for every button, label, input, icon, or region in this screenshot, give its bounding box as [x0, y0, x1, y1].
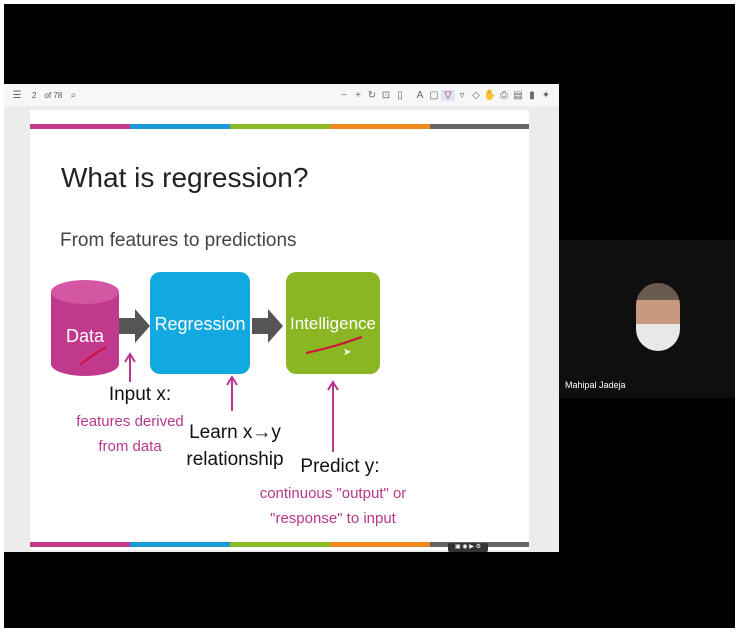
color-stripe-top-3 — [230, 124, 330, 129]
predict-desc-line-2: "response" to input — [270, 510, 396, 527]
input-desc-line-1: features derived — [76, 413, 184, 430]
pin-icon[interactable]: ✦ — [541, 89, 551, 101]
side-panel-bottom — [559, 398, 735, 628]
color-stripe-bottom-1 — [30, 542, 130, 547]
participant-name: Mahipal Jadeja — [565, 380, 626, 390]
screen-share-controls[interactable]: ▣ ◉ ▶ ⚙ — [448, 543, 488, 552]
page-view-icon[interactable]: ▯ — [397, 89, 403, 101]
pointer-arrow-predict — [327, 380, 339, 452]
regression-label: Regression — [154, 314, 246, 334]
color-stripe-top-1 — [30, 124, 130, 129]
eraser-icon[interactable]: ◇ — [472, 89, 480, 101]
color-stripe-top-2 — [130, 124, 230, 129]
sidebar-toggle-icon[interactable]: ☰ — [12, 89, 22, 101]
pdf-toolbar: ☰ 2 of 78 ⌕ − + ↻ ⊡ ▯ A ▢ ▽ ▿ ◇ ✋ ⎙ ▤ ▮ … — [4, 84, 559, 107]
arrow-regression-to-intelligence — [252, 309, 283, 343]
input-title: Input x: — [108, 384, 172, 405]
side-panel-top — [559, 4, 735, 240]
draw-icon[interactable]: ▢ — [429, 89, 439, 101]
learn-line-1: Learn x→y — [189, 422, 281, 443]
annotation-underline-intelligence — [305, 336, 363, 354]
arrow-data-to-regression — [119, 309, 150, 343]
intelligence-box: Intelligence — [286, 272, 380, 374]
participant-avatar — [636, 283, 680, 351]
color-stripe-bottom-2 — [130, 542, 230, 547]
color-stripe-top-4 — [330, 124, 430, 129]
pen-icon[interactable]: ▿ — [459, 89, 465, 101]
pointer-arrow-input — [124, 352, 136, 382]
regression-box: Regression — [150, 272, 250, 374]
slide-subtitle: From features to predictions — [60, 230, 297, 251]
intelligence-label: Intelligence — [289, 314, 376, 333]
rotate-icon[interactable]: ↻ — [367, 89, 377, 101]
page-total: of 78 — [44, 90, 63, 100]
fit-page-icon[interactable]: ⊡ — [381, 89, 391, 101]
slide-page — [30, 110, 529, 550]
text-icon[interactable]: A — [416, 89, 424, 101]
data-cylinder — [51, 278, 119, 383]
mouse-cursor-icon: ➤ — [343, 347, 352, 358]
input-desc-line-2: from data — [98, 438, 162, 455]
print-icon[interactable]: ⎙ — [500, 89, 508, 101]
zoom-out-icon[interactable]: − — [341, 89, 347, 101]
color-stripe-bottom-4 — [330, 542, 430, 547]
hand-icon[interactable]: ✋ — [483, 89, 497, 101]
save-icon[interactable]: ▤ — [513, 89, 523, 101]
highlight-icon[interactable]: ▽ — [441, 89, 455, 101]
data-label: Data — [65, 326, 105, 346]
predict-desc-line-1: continuous "output" or — [259, 485, 407, 502]
search-icon[interactable]: ⌕ — [70, 89, 77, 101]
slide-title: What is regression? — [61, 162, 309, 193]
page-number-input[interactable]: 2 — [32, 90, 37, 100]
annotation-underline-data — [79, 346, 107, 366]
bookmark-icon[interactable]: ▮ — [529, 89, 535, 101]
zoom-in-icon[interactable]: + — [355, 89, 361, 101]
learn-line-2: relationship — [186, 449, 284, 470]
predict-title: Predict y: — [300, 456, 380, 477]
color-stripe-bottom-3 — [230, 542, 330, 547]
pointer-arrow-learn — [226, 375, 238, 411]
color-stripe-top-5 — [430, 124, 529, 129]
